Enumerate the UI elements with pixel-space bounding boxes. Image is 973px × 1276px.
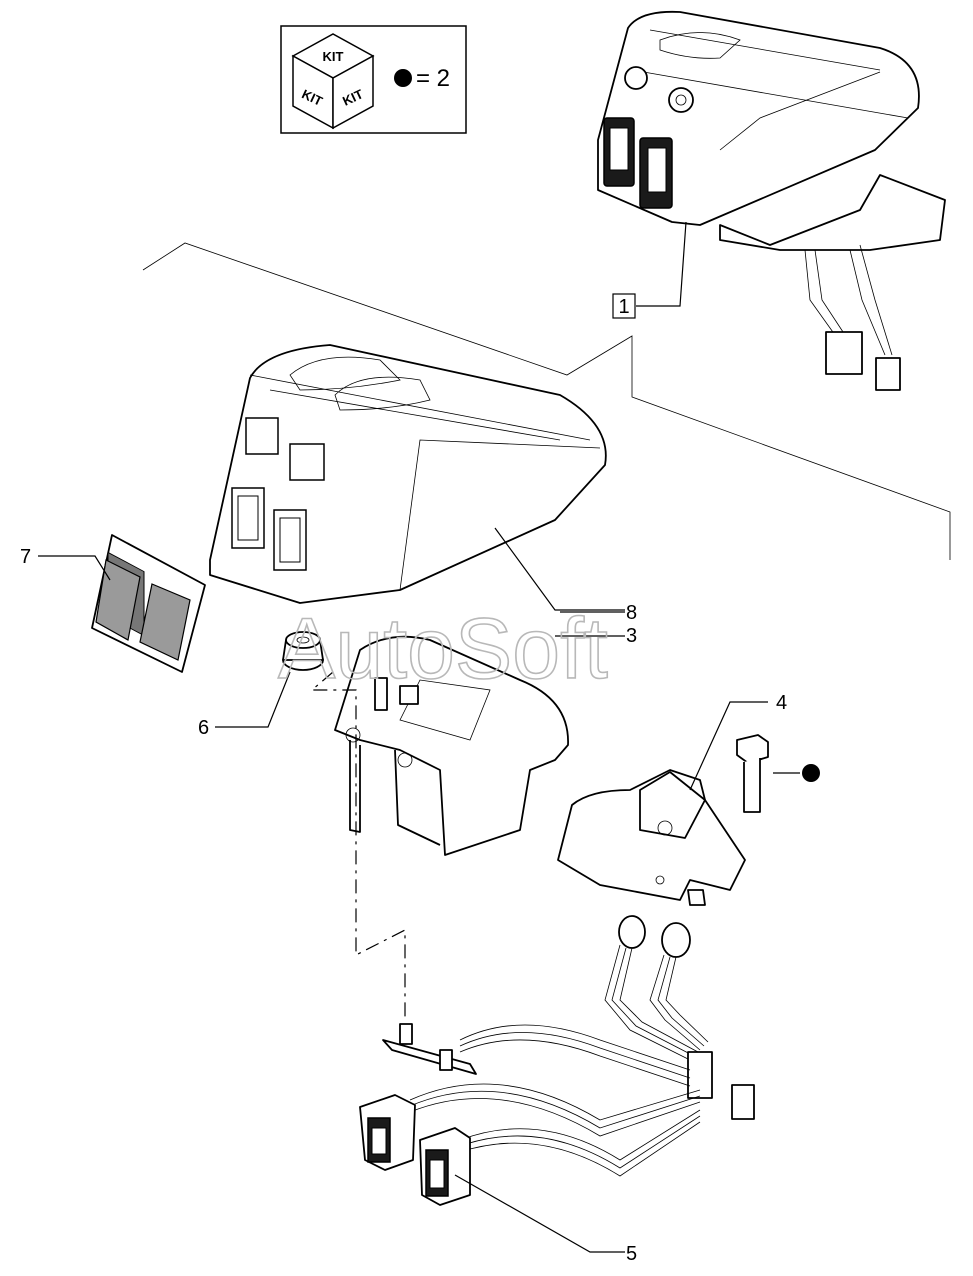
bolt: [736, 734, 820, 813]
rotary-knob: [282, 631, 324, 671]
watermark-text: AutoSoft: [278, 601, 608, 697]
switch-panel-cover: [91, 534, 206, 673]
explode-lines: [142, 242, 951, 560]
leader-lines: [38, 221, 768, 1253]
callout-3-label: 3: [626, 625, 637, 647]
mounting-bracket: [334, 635, 569, 856]
callout-6-label: 6: [198, 717, 209, 739]
callout-1-label: 1: [618, 296, 629, 318]
callout-7-label: 7: [20, 546, 31, 568]
kit-cube-icon: KIT KIT KIT: [291, 33, 375, 130]
bolt-bullet-icon: [802, 764, 820, 782]
kit-equation: = 2: [416, 65, 450, 92]
kit-legend-box: KIT KIT KIT = 2: [280, 25, 467, 134]
wiring-harness: [359, 915, 755, 1206]
callout-5-label: 5: [626, 1243, 637, 1265]
callout-1: 1: [612, 293, 636, 319]
callout-8-label: 8: [626, 602, 637, 624]
kit-label-top: KIT: [323, 49, 344, 64]
bullet-dot-icon: [394, 69, 412, 87]
console-cover: [209, 344, 607, 604]
callout-4-label: 4: [776, 692, 787, 714]
assembly-dash-line: [310, 671, 406, 1020]
joystick-switch: [557, 769, 746, 906]
assembled-console: [597, 10, 946, 391]
